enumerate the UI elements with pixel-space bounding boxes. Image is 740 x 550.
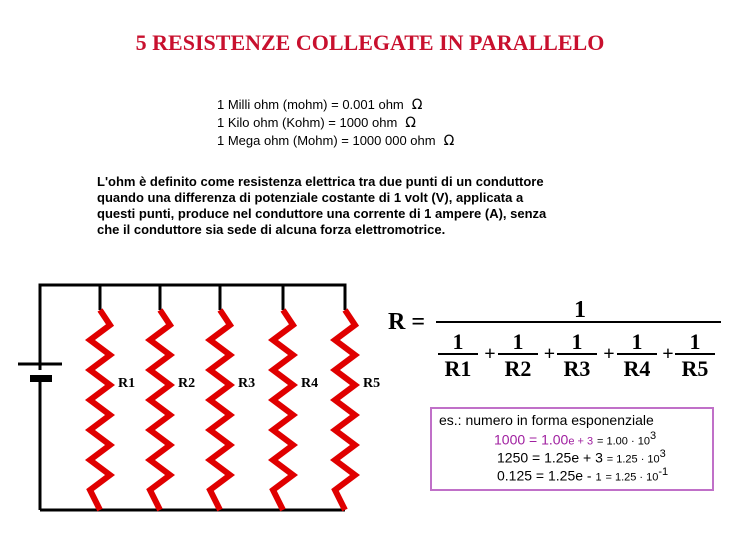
example-row-1: 1000 = 1.00e + 3 = 1.00 · 103 [494,430,657,448]
resistor-r5 [330,308,360,512]
term-numerator: 1 [632,329,643,354]
omega-icon: Ω [411,97,423,113]
resistor-r2 [145,308,175,512]
term-denominator: R4 [624,356,651,381]
example-row-3: 0.125 = 1.25e - 1 = 1.25 · 10-1 [497,466,669,484]
ohm-definition: L'ohm è definito come resistenza elettri… [97,174,547,237]
term-numerator: 1 [453,329,464,354]
omega-icon: Ω [405,115,416,131]
parallel-circuit: R1 R2 R3 R4 R5 [18,283,380,512]
term-denominator: R3 [564,356,591,381]
top-wire [38,283,347,370]
plus-sign: + [544,343,555,365]
term-denominator: R1 [445,356,472,381]
resistor-r4 [268,308,298,512]
resistor-r1 [85,308,115,512]
example-heading: es.: numero in forma esponenziale [439,412,654,428]
plus-sign: + [484,343,495,365]
formula-numerator: 1 [574,297,586,323]
example-row-2: 1250 = 1.25e + 3 = 1.25 · 103 [497,448,666,466]
resistor-label-r3: R3 [238,376,255,391]
resistor-label-r1: R1 [118,376,135,391]
plus-sign: + [662,343,673,365]
term-numerator: 1 [513,329,524,354]
term-numerator: 1 [690,329,701,354]
term-denominator: R5 [682,356,709,381]
resistor-label-r4: R4 [301,376,318,391]
resistor-r3 [205,308,235,512]
page-title: 5 RESISTENZE COLLEGATE IN PARALLELO [135,30,605,55]
resistor-label-r5: R5 [363,376,380,391]
term-numerator: 1 [572,329,583,354]
resistor-label-r2: R2 [178,376,195,391]
exponential-example: es.: numero in forma esponenziale 1000 =… [430,407,714,491]
term-denominator: R2 [505,356,532,381]
omega-icon: Ω [443,133,455,149]
plus-sign: + [603,343,614,365]
battery-icon [18,362,62,382]
